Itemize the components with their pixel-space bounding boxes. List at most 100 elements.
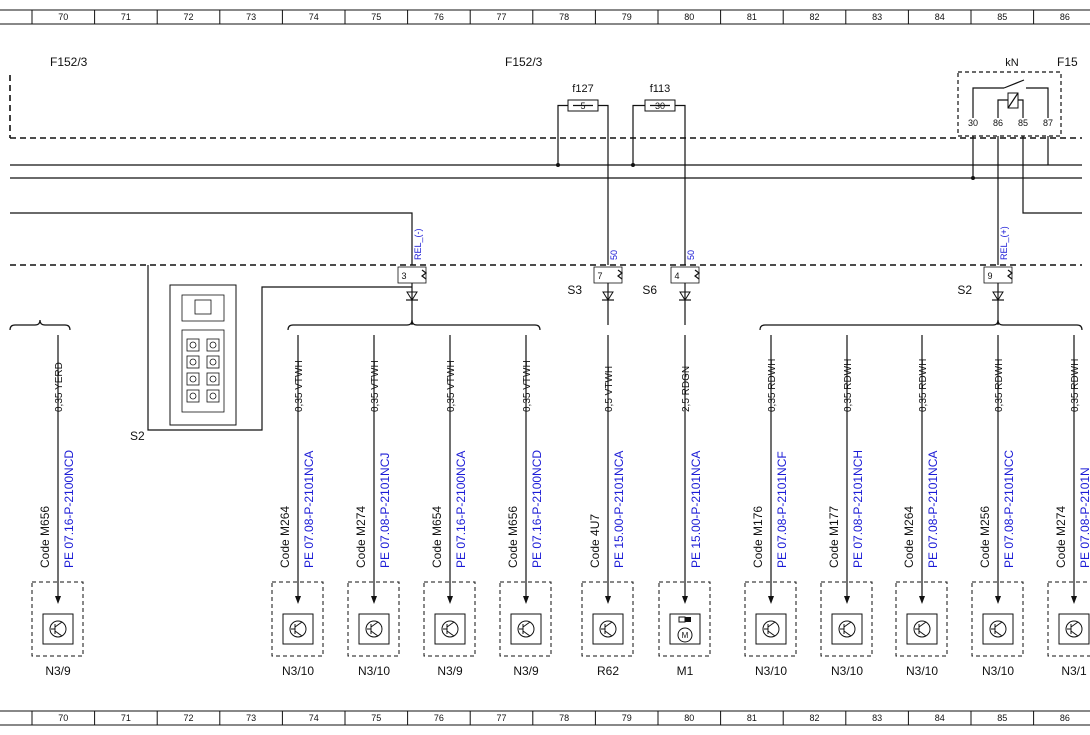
splice-signal: 50 (686, 250, 696, 260)
code-label: Code M656 (38, 506, 52, 568)
component-label: N3/9 (45, 664, 71, 678)
splice-label: S3 (567, 283, 582, 297)
connector-label: S2 (130, 429, 145, 443)
fuse-f113-label: f113 (650, 83, 671, 95)
code-label: Code M654 (430, 506, 444, 568)
transistor-icon (989, 620, 1007, 638)
transistor-icon (913, 620, 931, 638)
splice-label: S2 (957, 283, 972, 297)
splice-label: S6 (642, 283, 657, 297)
grid-number: 86 (1060, 12, 1070, 22)
wire-rel-minus (10, 212, 413, 265)
pe-reference: PE 07.08-P-2101NCC (1002, 450, 1016, 568)
pe-reference: PE 07.16-P-2100NCD (62, 450, 76, 568)
component-label: N3/1 (1061, 664, 1087, 678)
grid-number: 73 (246, 12, 256, 22)
transistor-icon (838, 620, 856, 638)
transistor-icon (289, 620, 307, 638)
grid-number: 84 (935, 713, 945, 723)
grid-number: 71 (121, 713, 131, 723)
module-border-f152 (9, 75, 1082, 139)
transistor-icon (441, 620, 459, 638)
component-label: N3/9 (513, 664, 539, 678)
splice-signal: REL_(-) (413, 228, 423, 260)
wire-label: 0,35 RDWH (1070, 359, 1081, 412)
grid-number: 86 (1060, 713, 1070, 723)
relay-pin-30: 30 (968, 118, 978, 128)
grid-number: 73 (246, 713, 256, 723)
pe-reference: PE 07.08-P-2101N (1078, 467, 1090, 568)
component-label: M1 (677, 664, 694, 678)
connector-s2: S2 (130, 265, 412, 443)
wire-label: 0,5 VTWH (604, 366, 615, 412)
transistor-icon (599, 620, 617, 638)
transistor-icon (1065, 620, 1083, 638)
grid-number: 77 (496, 713, 506, 723)
splice-pin: 4 (674, 271, 679, 281)
frame-label-right: F15 (1057, 55, 1078, 69)
grid-number: 75 (371, 713, 381, 723)
wire-label: 0,35 VTWH (370, 360, 381, 412)
component-label: N3/10 (755, 664, 787, 678)
splice-pin: 7 (597, 271, 602, 281)
fuse-f113: 30 f113 (631, 83, 686, 265)
pe-reference: PE 07.08-P-2101NCH (851, 450, 865, 568)
grid-number: 76 (434, 12, 444, 22)
grid-number: 80 (684, 12, 694, 22)
fuse-f113-value: 30 (655, 101, 665, 111)
grid-number: 71 (121, 12, 131, 22)
grid-number: 82 (809, 713, 819, 723)
grid-number: 82 (809, 12, 819, 22)
grid-number: 85 (997, 713, 1007, 723)
grid-number: 72 (183, 12, 193, 22)
grid-number: 74 (309, 713, 319, 723)
relay-label: kN (1005, 57, 1019, 69)
pe-reference: PE 07.16-P-2100NCD (530, 450, 544, 568)
grid-number: 78 (559, 12, 569, 22)
wire-label: 0,35 VTWH (522, 360, 533, 412)
branch-group: 0,35 YERD Code M656 PE 07.16-P-2100NCD N3/9… (9, 319, 1090, 678)
splice-pin: 9 (987, 271, 992, 281)
transistor-icon (365, 620, 383, 638)
grid-number: 72 (183, 713, 193, 723)
splice-s2-3: 3 REL_(-) (397, 228, 427, 325)
pe-reference: PE 07.08-P-2101NCA (302, 451, 316, 568)
grid-number: 75 (371, 12, 381, 22)
code-label: Code M264 (278, 506, 292, 568)
splice-pin: 3 (401, 271, 406, 281)
grid-number: 79 (622, 713, 632, 723)
grid-number: 76 (434, 713, 444, 723)
pe-reference: PE 07.08-P-2101NCF (775, 451, 789, 568)
grid-number: 78 (559, 713, 569, 723)
code-label: Code M177 (827, 506, 841, 568)
wire-label: 0,35 RDWH (767, 359, 778, 412)
code-label: Code 4U7 (588, 514, 602, 568)
frame-label-left: F152/3 (50, 55, 88, 69)
relay-pin-86: 86 (993, 118, 1003, 128)
transistor-icon (762, 620, 780, 638)
wire-label: 0,35 RDWH (994, 359, 1005, 412)
code-label: Code M256 (978, 506, 992, 568)
splice-signal: 50 (609, 250, 619, 260)
component-label: N3/10 (831, 664, 863, 678)
grid-number: 81 (747, 12, 757, 22)
grid-number: 79 (622, 12, 632, 22)
grid-number: 70 (58, 12, 68, 22)
fuse-f127-label: f127 (572, 83, 593, 95)
pe-reference: PE 15.00-P-2101NCA (612, 451, 626, 568)
relay-kn: kN 30 86 85 87 (957, 57, 1082, 265)
pe-reference: PE 07.16-P-2100NCA (454, 451, 468, 568)
fuse-f127-value: 5 (580, 101, 585, 111)
code-label: Code M264 (902, 506, 916, 568)
grid-number: 81 (747, 713, 757, 723)
wire-label: 0,35 YERD (54, 362, 65, 412)
